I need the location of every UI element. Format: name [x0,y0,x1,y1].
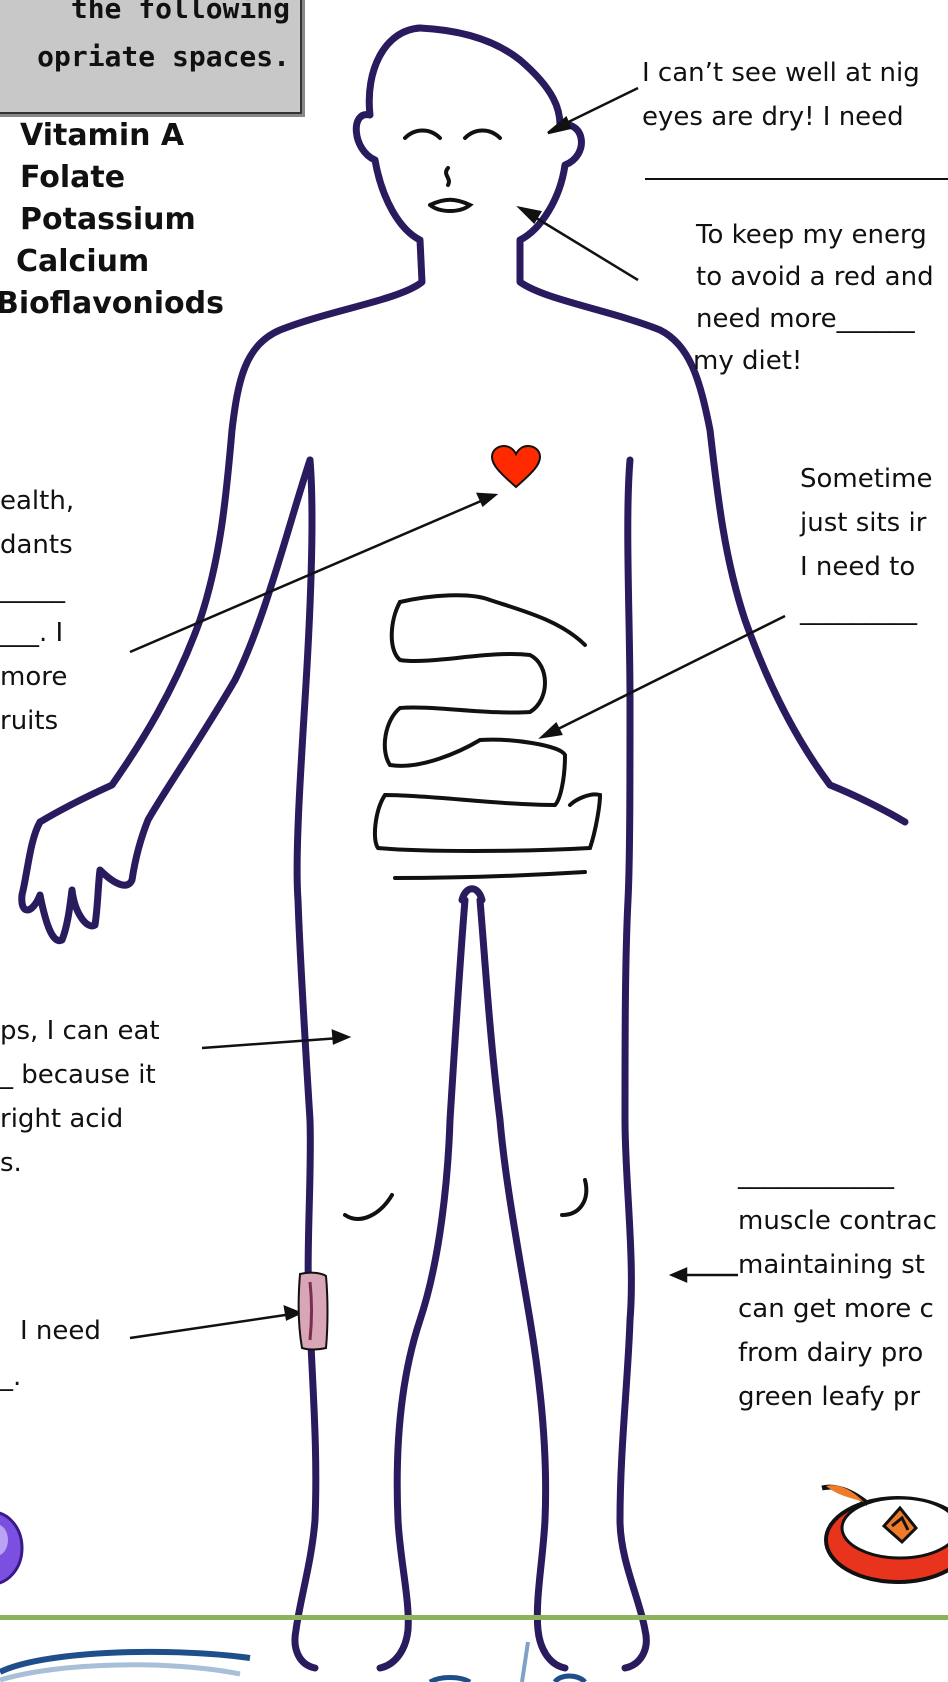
calcium-note-line-1: ____________ [738,1160,894,1190]
eyes-note-line-1: I can’t see well at nig [642,58,920,88]
left-torso-leg [295,460,316,1668]
heart-note-line-6: ruits [0,706,58,736]
heart-note-line-1: ealth, [0,486,74,516]
digestion-note-line-4: _________ [800,596,917,626]
apple-bowl-icon [818,1476,948,1586]
cramps-note-line-3: right acid [0,1104,123,1134]
calcium-note-line-3: maintaining st [738,1250,925,1280]
right-head-side [420,28,905,822]
head-outline [22,28,422,941]
left-leg-inner [380,900,465,1668]
left-eye [405,131,440,139]
eyes-note-line-2: eyes are dry! I need [642,102,904,132]
digestion-note-line-3: I need to [800,552,915,582]
heart-note-line-5: more [0,662,67,692]
intestine-2 [375,602,600,851]
purple-circle-icon [0,1510,28,1586]
nose [446,168,449,185]
intestine-base [395,872,585,878]
heart-note-line-3: _____ [0,574,65,604]
mouth [430,200,470,211]
left-knee [345,1195,392,1219]
right-knee [562,1180,586,1215]
calcium-note-line-2: muscle contrac [738,1206,937,1236]
heart-note-line-4: ___. I [0,618,63,648]
footer-logo-area [0,1632,948,1682]
calcium-note-line-6: green leafy pr [738,1382,920,1412]
mouth-note-line-2: to avoid a red and [696,262,934,292]
calcium-note-line-5: from dairy pro [738,1338,923,1368]
bruise-icon [296,1270,330,1352]
digestion-note-line-2: just sits ir [800,508,926,538]
right-torso-leg [620,460,646,1668]
intestine-1 [400,595,585,645]
cramps-note-line-1: ps, I can eat [0,1016,160,1046]
heart-note-line-2: dants [0,530,73,560]
digestion-note-line-1: Sometime [800,464,932,494]
leg-note-line-1: I need [20,1316,101,1346]
cramps-note-line-4: s. [0,1148,22,1178]
mouth-note-line-3: need more______ [696,304,915,334]
right-eye [465,131,500,139]
heart-icon [490,445,542,489]
leg-note-line-2: _. [0,1362,21,1392]
cramps-note-line-2: _ because it [0,1060,156,1090]
mouth-note-line-4: my diet! [693,346,802,376]
right-leg-inner [480,900,565,1668]
mouth-note-line-1: To keep my energ [696,220,927,250]
footer-divider [0,1615,948,1620]
eyes-answer-blank[interactable] [645,178,948,180]
crotch [462,889,482,900]
calcium-note-line-4: can get more c [738,1294,934,1324]
